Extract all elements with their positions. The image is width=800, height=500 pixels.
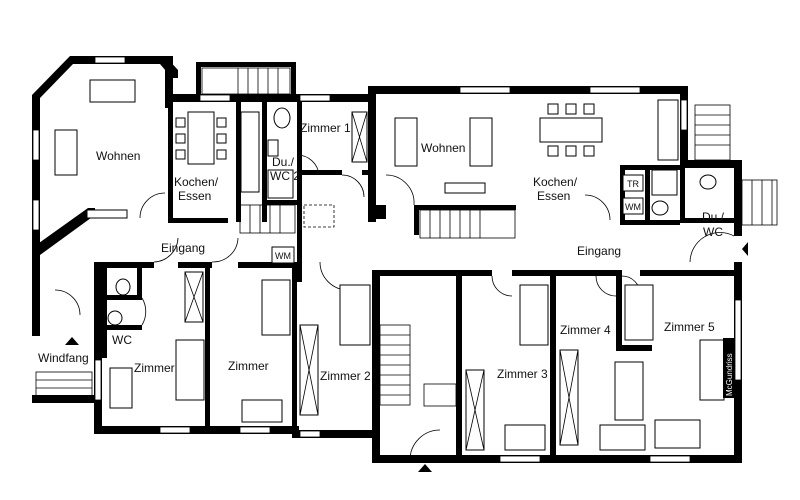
entrance-arrow-bottom (418, 464, 432, 472)
room-label-zimmer3: Zimmer 3 (497, 367, 548, 381)
room-label-wohnen-right: Wohnen (421, 141, 465, 155)
stairs (35, 67, 778, 407)
room-label-wohnen-left: Wohnen (96, 149, 140, 163)
windows (32, 56, 742, 463)
room-label-zimmer-b: Zimmer (228, 359, 269, 373)
appliance-label-wm-left: WM (275, 251, 291, 261)
room-label-zimmer1: Zimmer 1 (300, 121, 351, 135)
room-label-eingang-right: Eingang (577, 244, 621, 258)
entrance-arrow-left (65, 337, 79, 345)
room-label-du-wc-2: WC (703, 225, 723, 239)
room-label-zimmer5: Zimmer 5 (664, 320, 715, 334)
room-label-du-wc-1: Du./ (702, 210, 725, 224)
furniture (54, 79, 725, 451)
watermark-box (723, 338, 735, 398)
entrance-arrow-right (742, 242, 748, 256)
appliance-label-tr: TR (627, 179, 639, 189)
room-label-eingang-left: Eingang (161, 241, 205, 255)
room-label-kochen-left: Kochen/ (174, 175, 219, 189)
room-label-zimmer4: Zimmer 4 (560, 323, 611, 337)
room-labels: Wohnen Kochen/ Essen Du./ WC 2 Zimmer 1 … (38, 121, 725, 383)
room-label-essen-left: Essen (178, 189, 211, 203)
room-label-du-wc2-1: Du./ (272, 155, 295, 169)
room-label-zimmer-a: Zimmer (134, 361, 175, 375)
watermark-label: McGundriss (725, 353, 734, 396)
room-label-du-wc2-2: WC 2 (270, 169, 300, 183)
room-label-wc: WC (112, 333, 132, 347)
room-label-windfang: Windfang (38, 351, 89, 365)
interior-walls (94, 102, 742, 460)
room-label-zimmer2: Zimmer 2 (320, 369, 371, 383)
room-label-essen-right: Essen (537, 189, 570, 203)
appliance-labels: WM TR WM (275, 179, 641, 261)
room-label-kochen-right: Kochen/ (533, 175, 578, 189)
appliance-label-wm-right: WM (625, 202, 641, 212)
